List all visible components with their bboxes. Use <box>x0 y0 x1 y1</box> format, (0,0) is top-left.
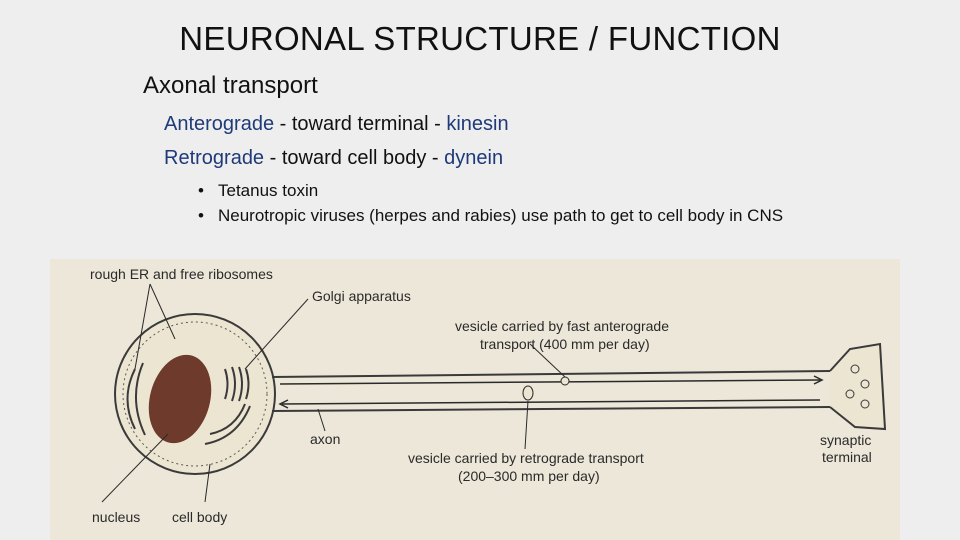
rough-er-shape <box>126 368 136 430</box>
retrograde-arrow <box>281 399 821 405</box>
golgi-shape <box>224 368 229 400</box>
axon-lower-membrane <box>271 406 831 412</box>
rough-er-shape <box>209 403 246 435</box>
synaptic-label-1: synaptic <box>820 432 871 448</box>
leader-line <box>529 343 566 378</box>
bullet-list: • Tetanus toxin • Neurotropic viruses (her… <box>198 180 838 230</box>
golgi-shape <box>238 366 243 402</box>
rough-er-shape <box>134 362 146 436</box>
terminal-vesicle <box>860 379 870 389</box>
leader-line <box>101 433 169 503</box>
anterograde-line: Anterograde - toward terminal - kinesin <box>164 113 509 136</box>
slide-title: NEURONAL STRUCTURE / FUNCTION <box>179 20 781 57</box>
bullet-item: • Neurotropic viruses (herpes and rabies)… <box>198 205 838 227</box>
anterograde-arrow <box>279 379 821 385</box>
terminal-vesicle <box>860 399 870 409</box>
synaptic-terminal-shape <box>829 342 887 431</box>
leader-line <box>244 298 309 370</box>
nucleus-shape <box>148 354 212 444</box>
rough-er-shape <box>204 405 251 445</box>
leader-line <box>134 283 151 370</box>
retrograde-vesicle <box>522 385 534 401</box>
retrograde-term: Retrograde <box>164 147 265 169</box>
golgi-label: Golgi apparatus <box>312 288 411 304</box>
retro-vesicle-label-2: (200–300 mm per day) <box>458 468 600 484</box>
neuron-diagram: rough ER and free ribosomes Golgi appara… <box>90 266 887 525</box>
leader-line <box>524 400 529 450</box>
rough-er-label: rough ER and free ribosomes <box>90 266 273 282</box>
synaptic-label-2: terminal <box>822 449 872 465</box>
retro-vesicle-label-1: vesicle carried by retrograde transport <box>408 450 644 466</box>
leader-line <box>317 408 326 432</box>
leader-line <box>204 463 211 503</box>
golgi-shape <box>231 366 236 402</box>
retrograde-middle: - toward cell body - <box>264 147 445 169</box>
nucleus-label: nucleus <box>92 509 140 525</box>
neuron-figure: rough ER and free ribosomes Golgi appara… <box>50 259 900 540</box>
bullet-text: Tetanus toxin <box>218 181 319 200</box>
anterograde-term: Anterograde <box>164 113 275 135</box>
cell-body-inner <box>122 321 268 467</box>
bullet-text: Neurotropic viruses (herpes and rabies) … <box>218 206 784 225</box>
axon-label: axon <box>310 431 340 447</box>
dynein-label: dynein <box>444 147 504 169</box>
anterograde-middle: - toward terminal - <box>274 113 447 135</box>
terminal-vesicle <box>845 389 855 399</box>
anterograde-vesicle <box>560 376 570 386</box>
fast-vesicle-label-1: vesicle carried by fast anterograde <box>455 318 669 334</box>
bullet-dot-icon: • <box>198 181 204 200</box>
terminal-vesicle <box>850 364 860 374</box>
anterograde-arrowhead-icon <box>813 375 824 385</box>
retrograde-line: Retrograde - toward cell body - dynein <box>164 147 503 170</box>
axon-upper-membrane <box>271 370 831 378</box>
leader-line <box>149 283 176 340</box>
fast-vesicle-label-2: transport (400 mm per day) <box>480 336 650 352</box>
section-heading: Axonal transport <box>143 72 318 99</box>
kinesin-label: kinesin <box>446 113 509 135</box>
golgi-shape <box>245 368 250 400</box>
cell-body-label: cell body <box>172 509 227 525</box>
bullet-dot-icon: • <box>198 206 204 225</box>
retrograde-arrowhead-icon <box>278 399 289 409</box>
bullet-item: • Tetanus toxin <box>198 180 838 202</box>
